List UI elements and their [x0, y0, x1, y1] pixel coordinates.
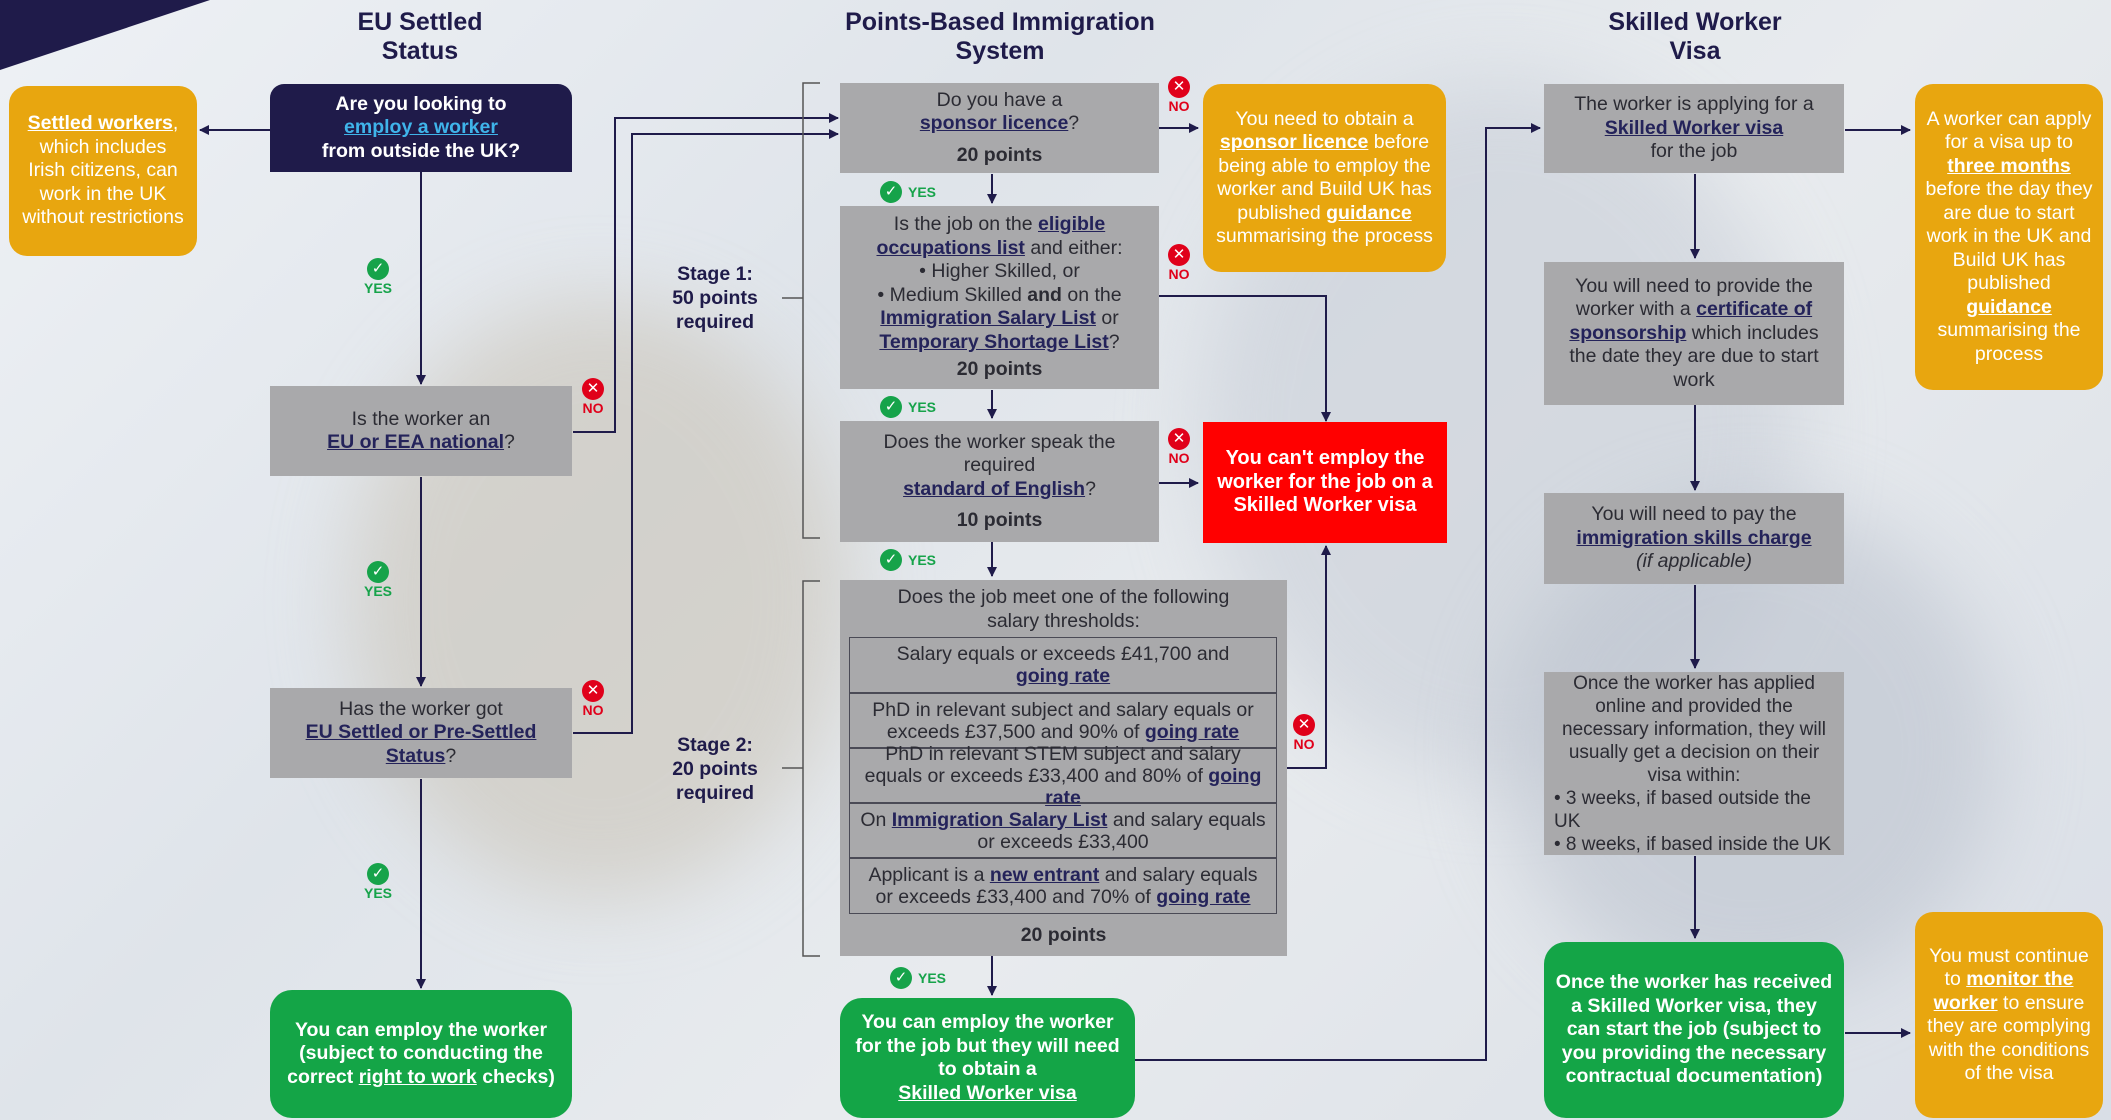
- no-badge: ✕NO: [1168, 428, 1190, 466]
- guidance-link[interactable]: guidance: [1966, 295, 2052, 318]
- check-icon: ✓: [880, 549, 902, 571]
- no-badge: ✕NO: [582, 680, 604, 718]
- yes-badge: ✓YES: [364, 561, 393, 599]
- visa-decision-step: Once the worker has applied online and p…: [1544, 672, 1844, 855]
- cross-icon: ✕: [1168, 428, 1190, 450]
- guidance-link[interactable]: guidance: [1326, 201, 1412, 224]
- points-label: 20 points: [956, 143, 1043, 166]
- apply-timing-note: A worker can apply for a visa up to thre…: [1915, 84, 2103, 390]
- settled-workers-link[interactable]: Settled workers: [27, 112, 173, 135]
- check-icon: ✓: [367, 258, 389, 280]
- check-icon: ✓: [367, 863, 389, 885]
- employ-worker-question: Are you looking to employ a worker from …: [270, 84, 572, 172]
- yes-badge: ✓YES: [364, 863, 393, 901]
- no-badge: ✕NO: [582, 378, 604, 416]
- standard-of-english-link[interactable]: standard of English: [903, 477, 1086, 500]
- new-entrant-link[interactable]: new entrant: [989, 864, 1100, 886]
- column-title-skilled-worker: Skilled Worker Visa: [1608, 8, 1782, 65]
- cross-icon: ✕: [582, 378, 604, 400]
- immigration-skills-charge-link[interactable]: immigration skills charge: [1576, 526, 1812, 549]
- going-rate-link[interactable]: going rate: [1015, 665, 1111, 687]
- employ-worker-link[interactable]: employ a worker: [344, 116, 498, 139]
- threshold-row: On Immigration Salary List and salary eq…: [849, 803, 1277, 858]
- immigration-salary-list-link[interactable]: Immigration Salary List: [891, 808, 1108, 831]
- applying-for-visa-step: The worker is applying for a Skilled Wor…: [1544, 84, 1844, 173]
- yes-badge: ✓YES: [880, 549, 936, 571]
- immigration-salary-list-link[interactable]: Immigration Salary List: [880, 307, 1096, 330]
- can-employ-with-visa-result: You can employ the worker for the job bu…: [840, 998, 1135, 1118]
- settled-status-question: Has the worker got EU Settled or Pre-Set…: [270, 688, 572, 778]
- monitor-the-worker-link[interactable]: monitor the worker: [1933, 968, 2074, 1014]
- eligible-occupation-question: Is the job on the eligible occupations l…: [840, 206, 1159, 389]
- certificate-of-sponsorship-link[interactable]: certificate of sponsorship: [1569, 298, 1813, 344]
- cross-icon: ✕: [1168, 76, 1190, 98]
- check-icon: ✓: [367, 561, 389, 583]
- three-months-link[interactable]: three months: [1947, 154, 2071, 177]
- check-icon: ✓: [880, 181, 902, 203]
- right-to-work-link[interactable]: right to work: [358, 1065, 477, 1088]
- threshold-row: PhD in relevant subject and salary equal…: [849, 693, 1277, 748]
- points-label: 20 points: [956, 358, 1043, 381]
- sponsor-licence-link[interactable]: sponsor licence: [919, 112, 1069, 135]
- temporary-shortage-list-link[interactable]: Temporary Shortage List: [879, 330, 1109, 353]
- immigration-skills-charge-step: You will need to pay the immigration ski…: [1544, 493, 1844, 584]
- cross-icon: ✕: [582, 680, 604, 702]
- need-sponsor-licence-note: You need to obtain a sponsor licence bef…: [1203, 84, 1446, 272]
- stage-1-label: Stage 1: 50 points required: [672, 263, 758, 333]
- can-employ-worker-result: You can employ the worker (subject to co…: [270, 990, 572, 1118]
- column-title-eu-settled: EU Settled Status: [357, 8, 483, 65]
- skilled-worker-visa-link[interactable]: Skilled Worker visa: [898, 1081, 1077, 1104]
- no-badge: ✕NO: [1293, 714, 1315, 752]
- stage-2-label: Stage 2: 20 points required: [672, 734, 758, 804]
- going-rate-link[interactable]: going rate: [1144, 720, 1240, 743]
- settled-workers-note: Settled workers, which includes Irish ci…: [9, 86, 197, 256]
- column-title-points-based: Points-Based Immigration System: [845, 8, 1155, 65]
- corner-decoration: [0, 0, 210, 70]
- yes-badge: ✓YES: [364, 258, 393, 296]
- no-badge: ✕NO: [1168, 76, 1190, 114]
- certificate-of-sponsorship-step: You will need to provide the worker with…: [1544, 262, 1844, 405]
- eu-national-question: Is the worker an EU or EEA national?: [270, 386, 572, 476]
- points-label: 10 points: [956, 509, 1043, 531]
- threshold-row: PhD in relevant STEM subject and salary …: [849, 743, 1277, 809]
- points-label: 20 points: [1020, 924, 1107, 946]
- start-job-result: Once the worker has received a Skilled W…: [1544, 942, 1844, 1118]
- check-icon: ✓: [880, 396, 902, 418]
- cross-icon: ✕: [1168, 244, 1190, 266]
- cannot-employ-result: You can't employ the worker for the job …: [1203, 422, 1447, 543]
- monitor-worker-note: You must continue to monitor the worker …: [1915, 912, 2103, 1118]
- going-rate-link[interactable]: going rate: [1156, 886, 1251, 908]
- salary-threshold-question: Does the job meet one of the following s…: [840, 580, 1287, 956]
- eligible-occupations-link[interactable]: eligible occupations list: [876, 213, 1106, 259]
- english-standard-question: Does the worker speak the required stand…: [840, 421, 1159, 542]
- yes-badge: ✓YES: [890, 967, 946, 989]
- sponsor-licence-question: Do you have a sponsor licence? 20 points: [840, 83, 1159, 173]
- eu-eea-national-link[interactable]: EU or EEA national: [327, 431, 505, 453]
- skilled-worker-visa-link[interactable]: Skilled Worker visa: [1604, 116, 1784, 139]
- cross-icon: ✕: [1293, 714, 1315, 736]
- question-text: Are you looking to: [335, 92, 507, 115]
- settled-status-link[interactable]: EU Settled or Pre-Settled Status: [305, 721, 537, 767]
- threshold-row: Applicant is a new entrant and salary eq…: [849, 858, 1277, 914]
- yes-badge: ✓YES: [880, 396, 936, 418]
- yes-badge: ✓YES: [880, 181, 936, 203]
- sponsor-licence-link[interactable]: sponsor licence: [1219, 131, 1369, 153]
- no-badge: ✕NO: [1168, 244, 1190, 282]
- check-icon: ✓: [890, 967, 912, 989]
- question-text: from outside the UK?: [321, 139, 521, 162]
